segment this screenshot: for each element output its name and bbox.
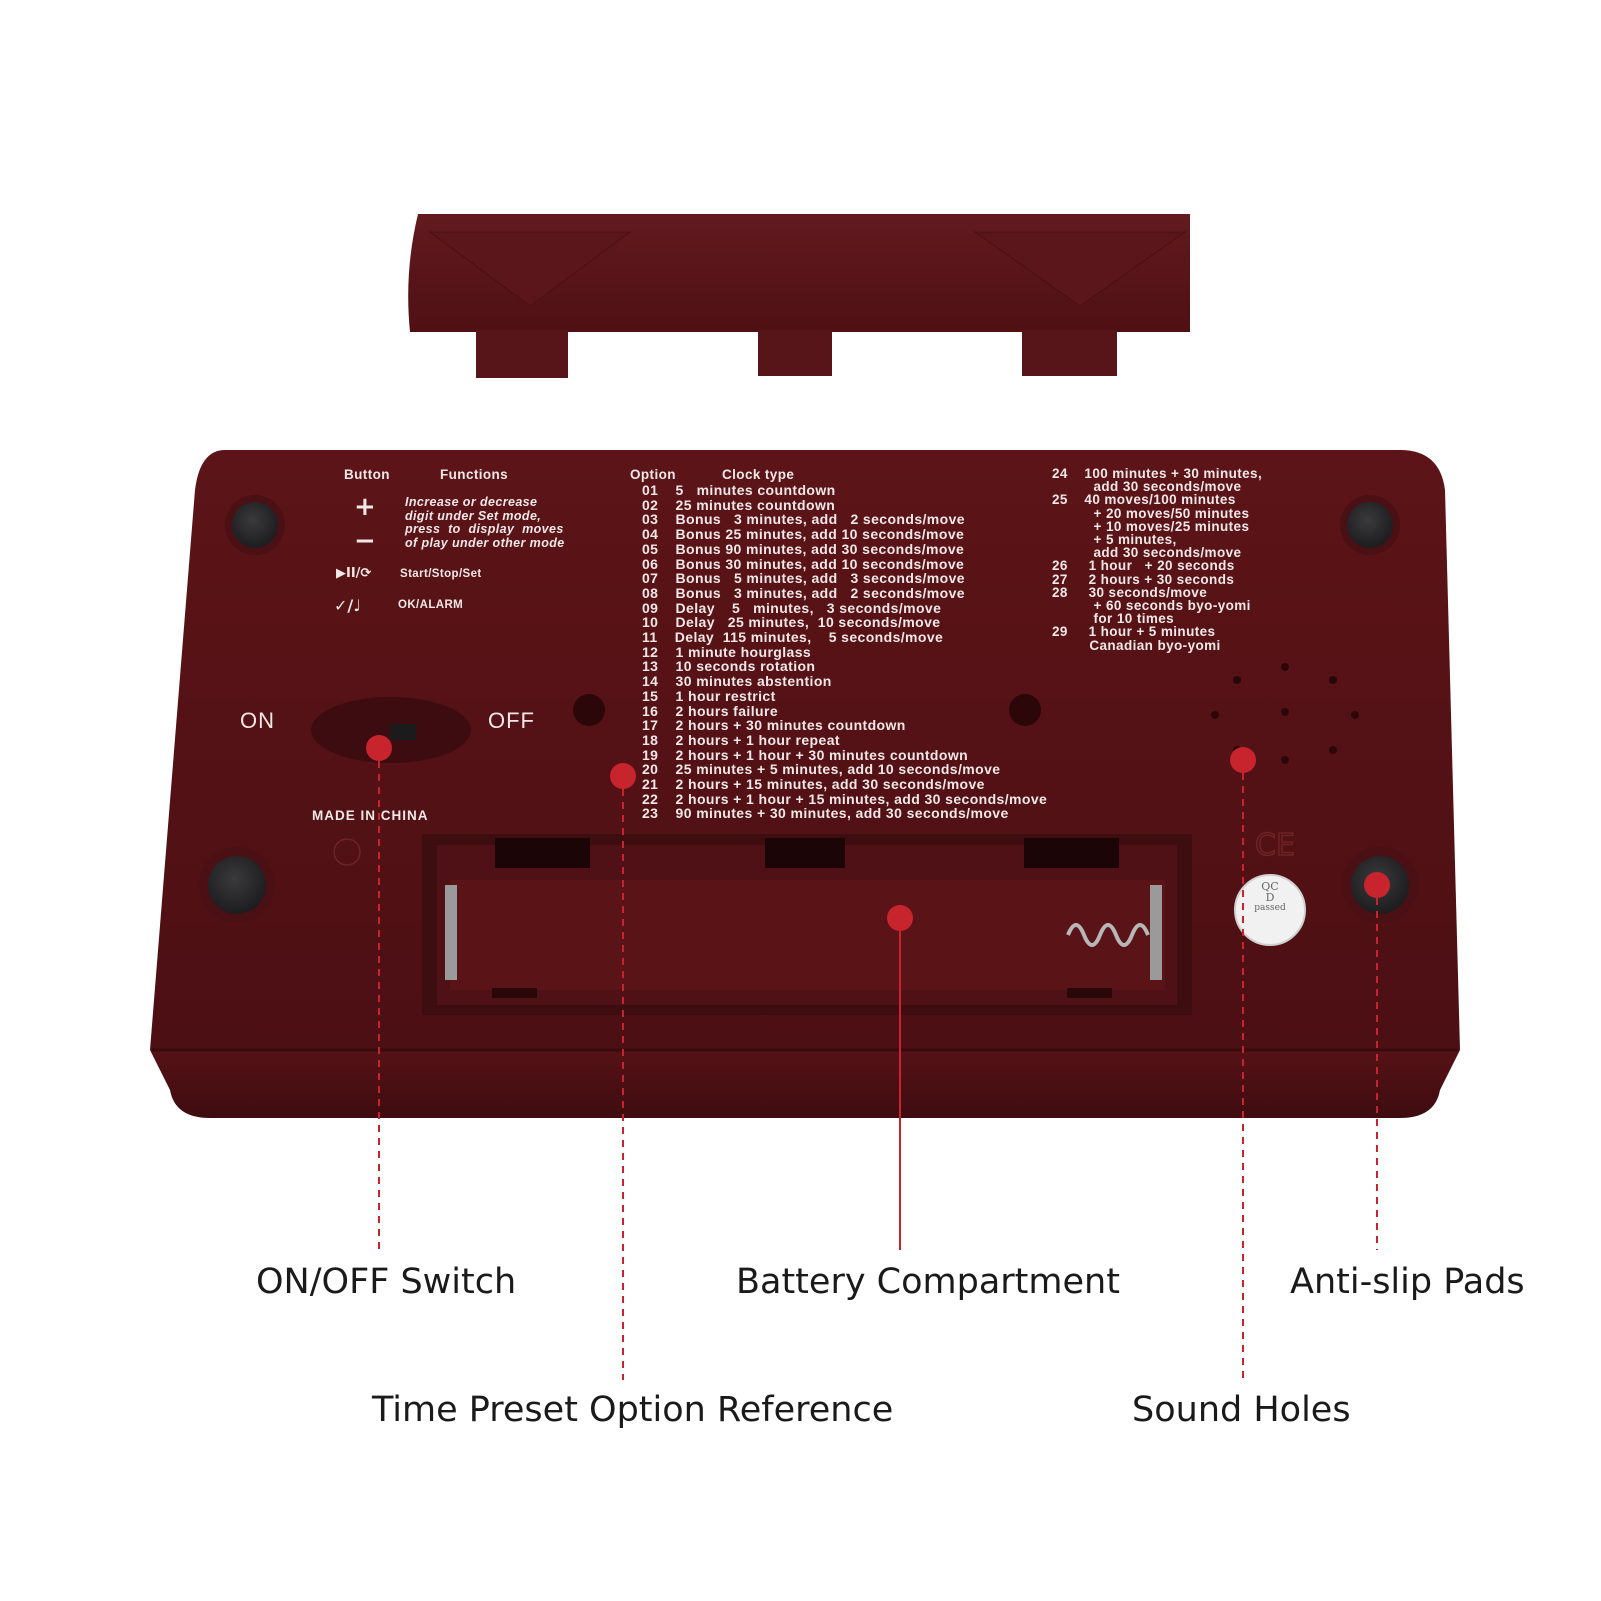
option-row: 23 90 minutes + 30 minutes, add 30 secon… — [642, 805, 1009, 822]
marker-dots — [366, 735, 1390, 931]
qc-line-3: passed — [1254, 903, 1286, 913]
qc-line-1: QC — [1261, 880, 1279, 893]
option-row: 01 5 minutes countdown — [642, 482, 836, 498]
header-option: Option — [630, 467, 676, 482]
battery-spring — [1066, 923, 1150, 947]
option-row: 15 1 hour restrict — [642, 687, 776, 704]
option-row: 12 1 minute hourglass — [642, 643, 812, 660]
marker-anti-slip — [1364, 872, 1390, 898]
switch-knob — [390, 724, 416, 740]
marker-sound-holes — [1230, 747, 1256, 773]
plus-minus-function: Increase or decrease digit under Set mod… — [405, 495, 565, 550]
marker-on-off — [366, 735, 392, 761]
option-row: 07 Bonus 5 minutes, add 3 seconds/move — [642, 570, 965, 587]
option-row: 13 10 seconds rotation — [642, 658, 816, 675]
option-row: 18 2 hours + 1 hour repeat — [642, 731, 840, 748]
start-stop-symbol: ▶II/⟳ — [336, 566, 372, 581]
option-row: 03 Bonus 3 minutes, add 2 seconds/move — [642, 511, 965, 528]
screw-hole-left — [573, 694, 605, 726]
switch-on-label: ON — [240, 708, 275, 733]
option-row: 17 2 hours + 30 minutes countdown — [642, 717, 906, 734]
callout-anti-slip-pads: Anti-slip Pads — [1290, 1262, 1525, 1302]
anti-slip-pad-top-left — [232, 502, 278, 548]
callout-on-off-switch: ON/OFF Switch — [256, 1262, 517, 1302]
plus-symbol: + — [354, 492, 376, 522]
callout-time-preset-reference: Time Preset Option Reference — [372, 1390, 894, 1430]
qc-sticker — [1234, 874, 1306, 946]
option-row: 04 Bonus 25 minutes, add 10 seconds/move — [642, 526, 965, 543]
option-row: 02 25 minutes countdown — [642, 496, 836, 513]
battery-cover — [408, 214, 1190, 378]
option-row: 19 2 hours + 1 hour + 30 minutes countdo… — [642, 746, 969, 763]
clock-body: CE — [150, 450, 1460, 1118]
leader-lines — [378, 748, 1378, 1380]
option-row: 22 2 hours + 1 hour + 15 minutes, add 30… — [642, 790, 1048, 807]
header-clock-type: Clock type — [722, 467, 795, 482]
callout-sound-holes: Sound Holes — [1132, 1390, 1351, 1430]
switch-off-label: OFF — [488, 708, 535, 733]
option-row: 05 Bonus 90 minutes, add 30 seconds/move — [642, 540, 965, 557]
option-row: 11 Delay 115 minutes, 5 seconds/move — [642, 629, 944, 646]
option-list-right: 24 100 minutes + 30 minutes, add 30 seco… — [1052, 466, 1263, 653]
header-button: Button — [344, 467, 390, 482]
made-in-label: MADE IN CHINA — [312, 808, 429, 823]
callout-battery-compartment: Battery Compartment — [736, 1262, 1120, 1302]
option-row: 09 Delay 5 minutes, 3 seconds/move — [642, 599, 942, 616]
minus-symbol: − — [354, 526, 376, 556]
qc-line-2: D — [1265, 891, 1275, 904]
battery-compartment — [422, 834, 1192, 1015]
option-row: 06 Bonus 30 minutes, add 10 seconds/move — [642, 555, 965, 572]
option-row: 10 Delay 25 minutes, 10 seconds/move — [642, 614, 941, 631]
start-stop-function: Start/Stop/Set — [400, 568, 482, 580]
qc-sticker-text: QC D passed — [1235, 881, 1305, 914]
ok-alarm-symbol: ✓/♩ — [334, 596, 361, 615]
option-row: 14 30 minutes abstention — [642, 673, 832, 690]
anti-slip-pad-top-right — [1347, 502, 1393, 548]
screw-hole-right — [1009, 694, 1041, 726]
option-row: 08 Bonus 3 minutes, add 2 seconds/move — [642, 584, 965, 601]
marker-battery — [887, 905, 913, 931]
ok-alarm-function: OK/ALARM — [398, 599, 464, 611]
anti-slip-pad-bottom-left — [208, 856, 266, 914]
option-row: 20 25 minutes + 5 minutes, add 10 second… — [642, 761, 1001, 778]
option-row: 16 2 hours failure — [642, 702, 778, 719]
ce-mark: CE — [1255, 828, 1295, 863]
marker-time-preset — [610, 763, 636, 789]
option-row: 21 2 hours + 15 minutes, add 30 seconds/… — [642, 776, 985, 793]
recycle-emboss — [333, 838, 361, 866]
header-functions: Functions — [440, 467, 509, 482]
